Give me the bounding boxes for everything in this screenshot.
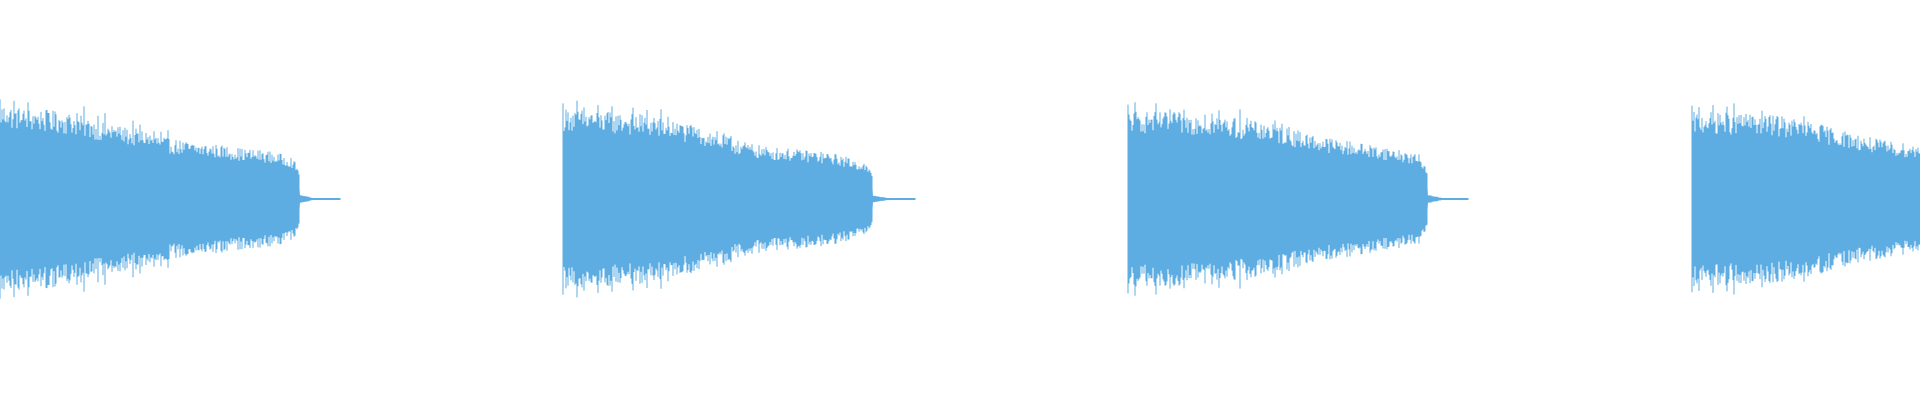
audio-clip-1[interactable]: [0, 99, 341, 299]
waveform-peaks: [562, 100, 916, 298]
audio-clip-3[interactable]: [1127, 102, 1469, 296]
waveform-peaks: [0, 99, 341, 299]
waveform-peaks: [1691, 103, 1920, 295]
audio-clip-4[interactable]: [1691, 103, 1920, 295]
audio-clip-2[interactable]: [562, 100, 916, 298]
waveform-peaks: [1127, 102, 1469, 296]
